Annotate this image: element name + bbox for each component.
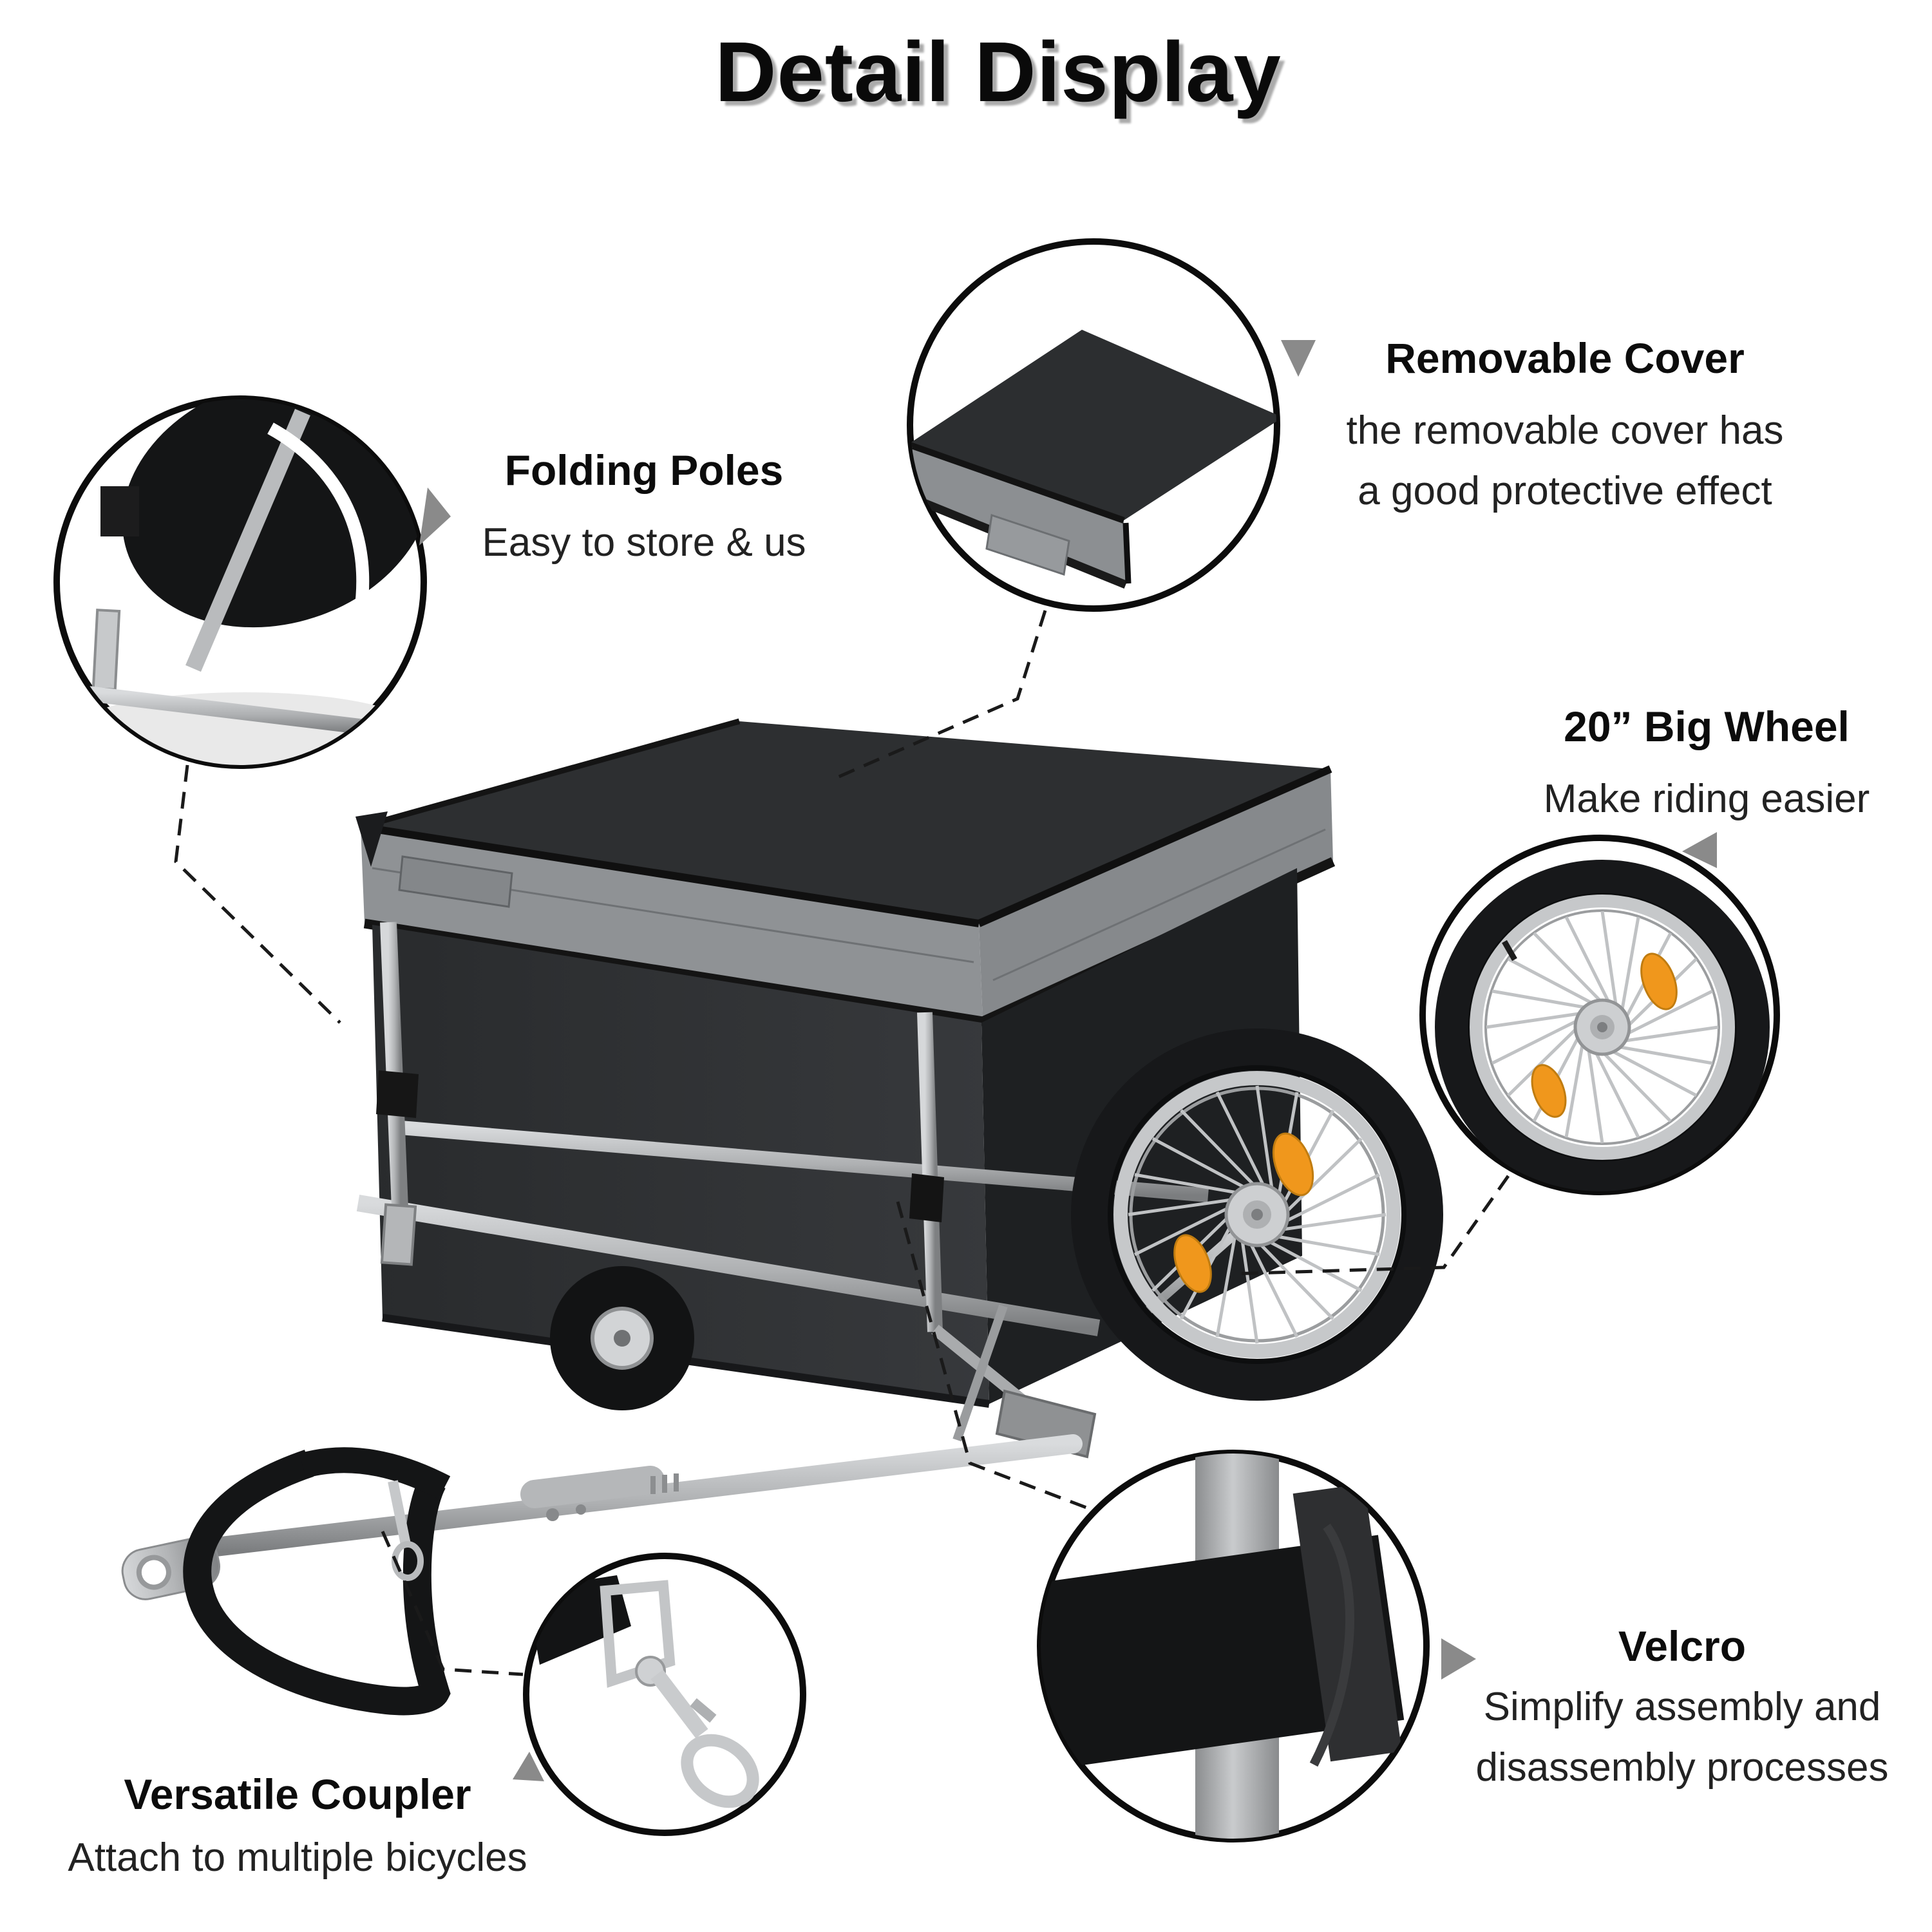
small-wheel <box>550 1266 694 1410</box>
big-wheel-pointer-icon <box>1682 832 1717 868</box>
callout-text-removable-cover: Removable Cover the removable cover has … <box>1327 334 1803 522</box>
folding-poles-heading: Folding Poles <box>504 446 784 494</box>
hitch-snap-hook <box>388 1480 411 1546</box>
safety-strap <box>183 1450 451 1716</box>
snap-hook-shaft <box>650 1669 708 1739</box>
dashed-line-folding-poles <box>174 764 341 1024</box>
fold-direction-arrow <box>267 422 370 612</box>
left-pole-velcro-strap <box>376 1070 419 1118</box>
velcro-heading: Velcro <box>1618 1622 1747 1670</box>
coupler-buckle <box>600 1580 676 1688</box>
velcro-body-line1: Simplify assembly and <box>1483 1685 1881 1729</box>
removable-cover-body-line2: a good protective effect <box>1358 469 1772 514</box>
cover-front-band <box>361 827 983 1021</box>
tire <box>1071 1028 1443 1401</box>
dashed-line-coupler <box>381 1530 524 1676</box>
callout-text-velcro: Velcro Simplify assembly and disassembly… <box>1449 1622 1915 1798</box>
cover-right-band <box>979 769 1333 1021</box>
right-pole-velcro-strap <box>909 1173 944 1222</box>
page-title: Detail Display <box>715 24 1282 119</box>
tow-bar <box>163 1434 1083 1562</box>
callout-text-coupler: Versatile Coupler Attach to multiple bic… <box>64 1770 531 1888</box>
callout-text-big-wheel: 20” Big Wheel Make riding easier <box>1481 702 1932 829</box>
dashed-line-removable-cover <box>835 610 1047 780</box>
spokes <box>1128 1085 1387 1344</box>
cover-velcro-patch <box>398 855 513 908</box>
cover-corner-flap <box>355 811 388 867</box>
coupler-pointer-icon <box>513 1752 544 1781</box>
dashed-line-big-wheel <box>1231 1175 1510 1276</box>
wheel-reflector-upper <box>1272 1132 1314 1197</box>
removable-cover-detail-photo <box>911 330 1276 589</box>
folding-poles-detail-photo <box>71 399 423 765</box>
big-wheel-body: Make riding easier <box>1543 777 1870 821</box>
removable-cover-heading: Removable Cover <box>1385 334 1745 382</box>
removable-cover-pointer-icon <box>1281 340 1316 377</box>
wheel-reflector-lower <box>1173 1234 1212 1293</box>
callout-wheel-reflector-upper <box>1640 952 1678 1010</box>
callout-wheel-reflector-lower <box>1531 1064 1567 1118</box>
velcro-detail-photo <box>1041 1454 1405 1839</box>
big-wheel-heading: 20” Big Wheel <box>1564 703 1850 750</box>
callout-text-folding-poles: Folding Poles Easy to store & us <box>419 446 869 573</box>
right-folding-pole <box>917 1012 943 1332</box>
folding-poles-body: Easy to store & us <box>482 520 806 565</box>
removable-cover-body: the removable cover has a good protectiv… <box>1327 401 1803 522</box>
velcro-body: Simplify assembly and disassembly proces… <box>1449 1677 1915 1798</box>
dashed-line-velcro <box>896 1201 1095 1513</box>
big-wheel-detail-photo <box>1435 860 1770 1191</box>
cargo-cover <box>355 718 1336 1027</box>
cargo-trailer-photo <box>121 718 1443 1716</box>
velcro-pointer-icon <box>1441 1638 1476 1680</box>
coupler-heading: Versatile Coupler <box>124 1770 471 1818</box>
velcro-body-line2: disassembly processes <box>1475 1745 1889 1790</box>
rim <box>1113 1071 1401 1358</box>
big-wheel <box>1071 1028 1443 1401</box>
snap-hook-eye <box>681 1734 759 1808</box>
coupler-body: Attach to multiple bicycles <box>68 1835 527 1880</box>
folding-poles-pointer-icon <box>419 488 451 545</box>
tow-bar-assembly <box>121 1434 1083 1716</box>
removable-cover-body-line1: the removable cover has <box>1346 408 1784 453</box>
